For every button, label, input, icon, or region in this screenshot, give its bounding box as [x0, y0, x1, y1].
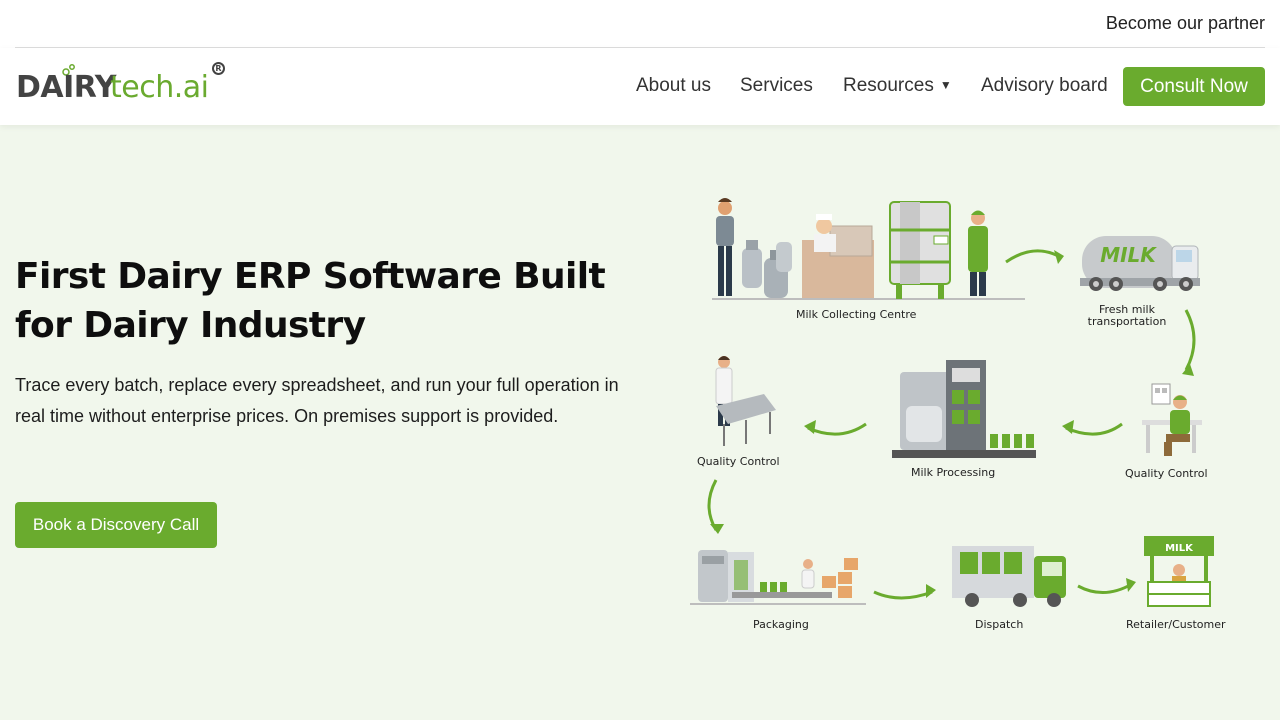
stage-label-retailer: Retailer/Customer: [1126, 618, 1226, 631]
top-divider: [15, 47, 1265, 48]
stage-label-quality-control-right: Quality Control: [1125, 467, 1208, 480]
stage-label-fresh-milk: Fresh milk transportation: [1087, 303, 1167, 328]
become-partner-link[interactable]: Become our partner: [1105, 13, 1265, 33]
quality-control-left-illustration: [715, 356, 776, 446]
chevron-down-icon: ▼: [939, 78, 952, 92]
consult-now-button[interactable]: Consult Now: [1123, 67, 1265, 106]
truck-milk-text: MILK: [1100, 243, 1157, 267]
retailer-stall-illustration: [1144, 536, 1214, 607]
registered-mark: R: [212, 62, 225, 75]
stage-label-dispatch: Dispatch: [975, 618, 1024, 631]
stage-label-milk-collecting: Milk Collecting Centre: [796, 308, 917, 321]
stage-label-milk-processing: Milk Processing: [911, 466, 996, 479]
hero-description: Trace every batch, replace every spreads…: [15, 375, 619, 426]
nav-advisory-board[interactable]: Advisory board: [981, 75, 1108, 96]
book-discovery-call-button[interactable]: Book a Discovery Call: [15, 502, 217, 548]
nav-resources[interactable]: Resources ▼: [843, 75, 952, 97]
milk-processing-illustration: [892, 360, 1036, 458]
stage-label-packaging: Packaging: [753, 618, 809, 631]
dispatch-truck-illustration: [952, 546, 1066, 607]
dairy-supply-chain-diagram: MILK: [680, 180, 1250, 650]
stall-milk-text: MILK: [1165, 543, 1194, 554]
nav-resources-label: Resources: [843, 75, 934, 96]
nav-services[interactable]: Services: [740, 75, 813, 96]
hero-title: First Dairy ERP Software Built for Dairy…: [15, 256, 606, 346]
packaging-illustration: [690, 550, 866, 605]
milk-truck-illustration: [1080, 236, 1200, 291]
top-strip: Become our partner: [0, 0, 1280, 48]
milk-collecting-centre-illustration: [712, 198, 1025, 300]
stage-label-quality-control-left: Quality Control: [697, 455, 780, 468]
nav-about-us[interactable]: About us: [636, 75, 711, 96]
dairytech-logo[interactable]: DAIRY tech.ai R: [16, 62, 231, 110]
logo-dairy-text: DAIRY: [16, 70, 116, 105]
quality-control-right-illustration: [1142, 383, 1202, 456]
logo-bubbles-icon: [62, 64, 75, 76]
supply-chain-illustration: MILK: [690, 198, 1214, 607]
main-navbar: DAIRY tech.ai R About us Services Resour…: [0, 48, 1280, 125]
logo-tech-text: tech.ai: [110, 70, 209, 105]
